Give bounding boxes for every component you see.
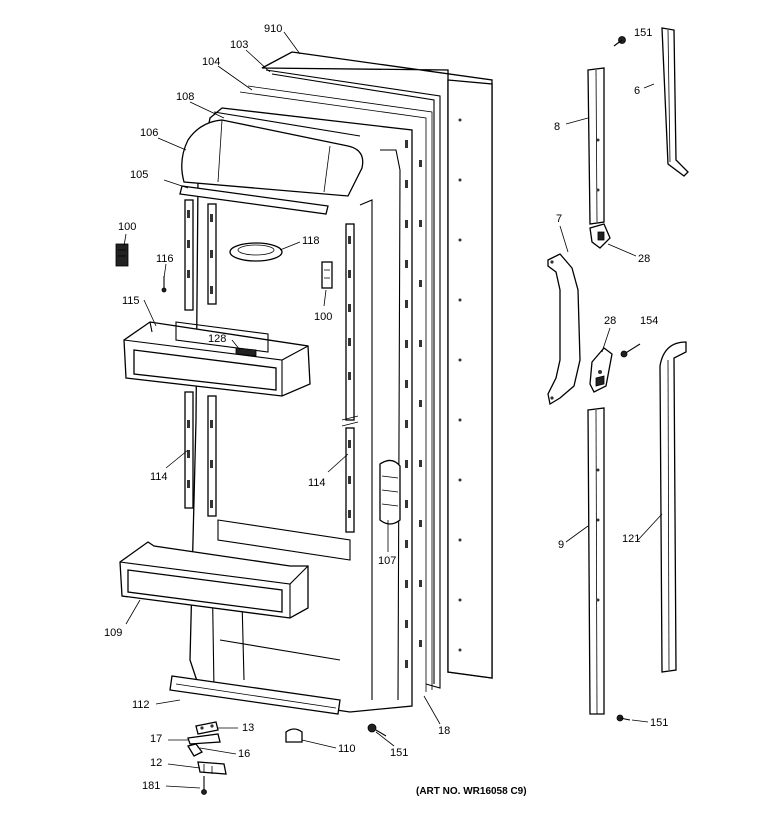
door-stop [379, 459, 401, 525]
door-trim-121 [659, 341, 687, 673]
callout-108: 108 [176, 91, 194, 103]
hinge-hardware [186, 721, 303, 795]
callout-112: 112 [132, 699, 150, 711]
callout-110: 110 [338, 743, 356, 755]
shelf-clip-left [115, 243, 129, 267]
handle-trim-6 [661, 27, 689, 177]
door-gasket [239, 69, 441, 692]
callout-9: 9 [558, 539, 564, 551]
callout-115: 115 [122, 295, 140, 307]
callout-116: 116 [156, 253, 174, 265]
panel-screw-holes [458, 118, 462, 652]
handle-cap-8 [587, 67, 605, 225]
callout-12: 12 [150, 757, 162, 769]
left-shelf-rails [184, 199, 217, 517]
callout-13: 13 [242, 722, 254, 734]
callout-28-top: 28 [638, 253, 650, 265]
callout-151-right: 151 [650, 717, 668, 729]
callout-8: 8 [554, 121, 560, 133]
handle-bracket-bottom [589, 347, 613, 393]
bottom-trim [169, 675, 341, 715]
shelf-clip-right [321, 261, 333, 289]
callout-154: 154 [640, 315, 658, 327]
art-number: (ART NO. WR16058 C9) [416, 786, 527, 797]
leader-lines [123, 31, 663, 789]
handle-trim-9 [587, 407, 605, 715]
callout-16: 16 [238, 748, 250, 760]
upper-door-bin [123, 321, 311, 397]
callout-100-left: 100 [118, 221, 136, 233]
liner-right-slots [405, 140, 422, 668]
callout-17: 17 [150, 733, 162, 745]
callout-28-bottom: 28 [604, 315, 616, 327]
callout-181: 181 [142, 780, 160, 792]
screw-154 [620, 343, 641, 358]
callout-labels: 910 103 104 108 106 105 100 116 118 100 … [104, 23, 668, 792]
lower-door-bin [119, 541, 309, 619]
callout-114-left: 114 [150, 471, 168, 483]
egg-tray [229, 242, 283, 262]
pin-116 [161, 276, 167, 293]
callout-109: 109 [104, 627, 122, 639]
door-handle-7 [547, 253, 581, 406]
callout-118: 118 [302, 235, 320, 247]
callout-100-right: 100 [314, 311, 332, 323]
callout-151-bottom: 151 [390, 747, 408, 759]
callout-104: 104 [202, 56, 220, 68]
callout-106: 106 [140, 127, 158, 139]
callout-121: 121 [622, 533, 640, 545]
screw-151-top [613, 36, 626, 47]
callout-103: 103 [230, 39, 248, 51]
callout-151-top: 151 [634, 27, 652, 39]
handle-bracket-top [589, 223, 611, 249]
screw-151-right [616, 714, 631, 722]
callout-7: 7 [556, 213, 562, 225]
outer-door-panel [261, 51, 493, 679]
screw-151-bottom [367, 723, 387, 737]
callout-6: 6 [634, 85, 640, 97]
callout-910: 910 [264, 23, 282, 35]
right-shelf-rail [341, 223, 359, 533]
callout-128: 128 [208, 333, 226, 345]
dairy-compartment-door [179, 111, 364, 215]
callout-105: 105 [130, 169, 148, 181]
callout-107: 107 [378, 555, 396, 567]
bin-divider-128 [235, 347, 257, 357]
callout-114-right: 114 [308, 477, 326, 489]
callout-18: 18 [438, 725, 450, 737]
